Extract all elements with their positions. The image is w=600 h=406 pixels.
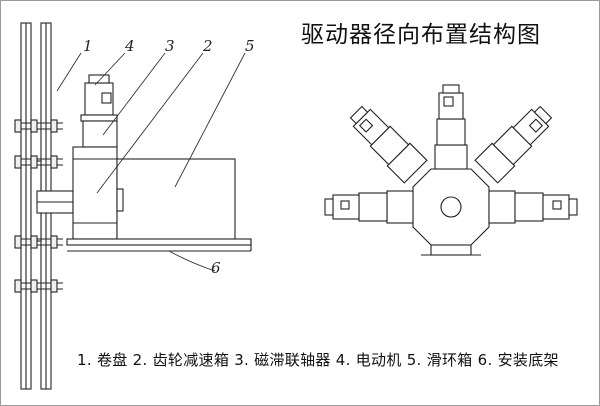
drive-top: [434, 84, 468, 170]
drive-left: [324, 190, 414, 224]
drive-upper-left: [349, 105, 428, 184]
drive-right: [488, 190, 578, 224]
slip-ring-box-side-view: [116, 158, 236, 242]
part-label-4: 4: [124, 37, 135, 55]
part-label-6: 6: [211, 259, 221, 277]
part-leaders: [56, 52, 246, 272]
drive-upper-right: [474, 105, 553, 184]
diagram-title: 驱动器径向布置结构图: [301, 22, 541, 48]
part-label-2: 2: [202, 37, 213, 55]
part-label-1: 1: [83, 37, 93, 55]
part-label-3: 3: [165, 37, 175, 55]
motor-side-view: [80, 74, 118, 148]
parts-legend: 1. 卷盘 2. 齿轮减速箱 3. 磁滞联轴器 4. 电动机 5. 滑环箱 6.…: [77, 351, 559, 369]
radial-layout-view: [324, 84, 578, 256]
part-label-5: 5: [245, 37, 255, 55]
central-hub: [412, 168, 490, 246]
reel-bolt-clamps: [14, 119, 63, 293]
gearbox-side-view: [72, 146, 118, 240]
reel-side-view: [20, 22, 74, 390]
mounting-base-side-view: [66, 238, 252, 252]
